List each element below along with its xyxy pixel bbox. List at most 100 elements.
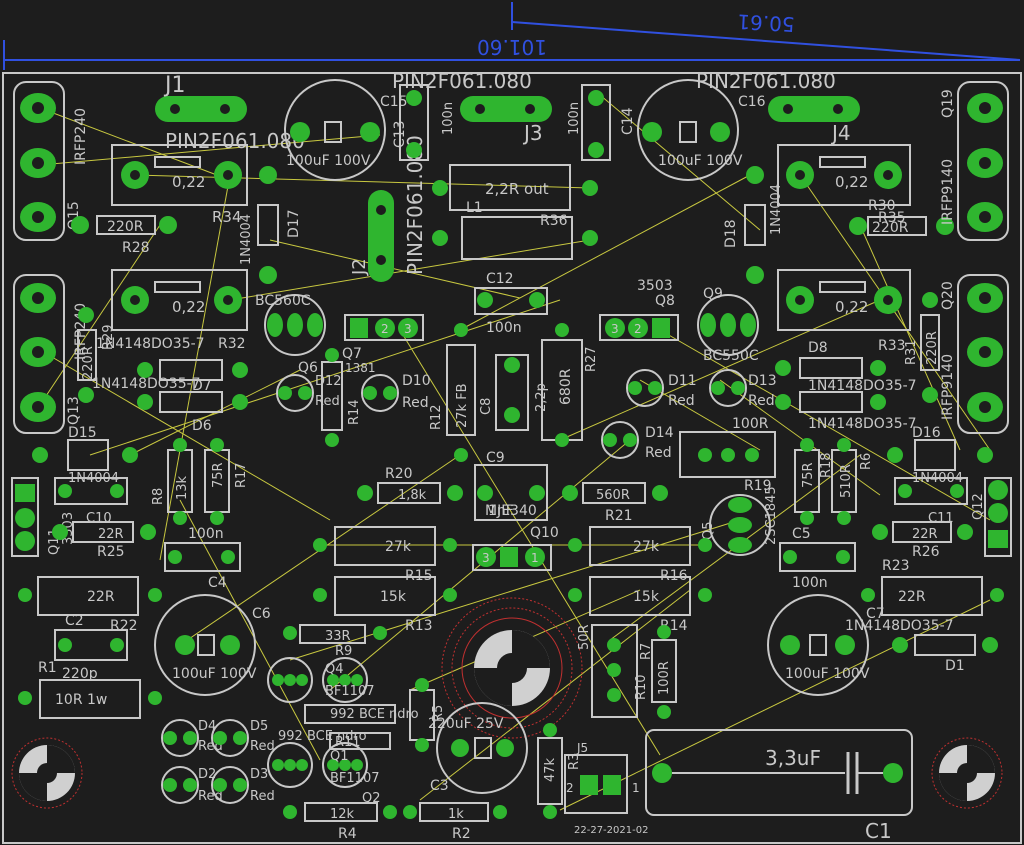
svg-text:R18: R18 xyxy=(819,452,834,478)
capacitor-c16[interactable]: C16 100uF 100V xyxy=(637,79,766,181)
resistor-r8[interactable]: 13k R8 xyxy=(151,438,193,525)
connector-j5[interactable]: 2 1 J5 xyxy=(564,741,640,814)
capacitor-c8[interactable]: C8 2,2p xyxy=(479,354,549,431)
connector-j4[interactable]: PIN2F061.080 J4 xyxy=(696,69,860,145)
capacitor-c4[interactable]: 100n C4 xyxy=(164,526,241,591)
connector-j2[interactable]: J2 PIN2F061.080 xyxy=(349,135,427,282)
transistor-q10[interactable]: 3 1 MJE340 Q10 xyxy=(472,503,559,571)
diode-d7[interactable]: 1N4148DO35-7 D7 xyxy=(96,336,248,394)
diode-d16[interactable]: D16 1N4004 xyxy=(887,425,993,486)
resistor-r32[interactable]: 0,22 R32 xyxy=(111,269,248,352)
capacitor-c6[interactable]: C6 100uF 100V xyxy=(154,594,271,696)
resistor-r28[interactable]: 220R R28 xyxy=(71,215,177,256)
resistor-r15[interactable]: 27k R15 xyxy=(313,526,457,584)
capacitor-c3[interactable]: 220uF 25V C3 xyxy=(428,702,528,794)
svg-text:BF1107: BF1107 xyxy=(325,684,374,699)
led-d14[interactable]: D14 Red xyxy=(601,421,674,461)
resistor-r22[interactable]: 22R R22 xyxy=(18,576,162,634)
resistor-r25[interactable]: 22R R25 xyxy=(52,521,156,560)
resistor-r17[interactable]: 75R R17 xyxy=(204,438,249,525)
transistor-q3[interactable]: Q3 xyxy=(267,644,344,703)
resistor-r20[interactable]: 1,8k R20 xyxy=(357,466,463,504)
transistor-q7[interactable]: 2 3 Q7 xyxy=(342,314,424,362)
transistor-q6[interactable]: BC560C Q6 xyxy=(255,293,326,376)
resistor-r26[interactable]: 22R R26 xyxy=(872,521,973,560)
connector-j1[interactable]: J1 PIN2F061.080 xyxy=(155,73,305,153)
resistor-r33[interactable]: 0,22 R33 xyxy=(777,269,911,354)
resistor-r19[interactable]: 100R R19 xyxy=(679,416,776,494)
capacitor-c2[interactable]: C2 220p xyxy=(54,613,128,682)
led-d5[interactable]: D5 Red xyxy=(211,719,275,757)
resistor-r34[interactable]: 0,22 R34 xyxy=(111,144,248,226)
transistor-q12[interactable]: Q12 xyxy=(971,477,1012,557)
capacitor-c15[interactable]: C15 100uF 100V xyxy=(284,79,408,181)
capacitor-c12[interactable]: C12 100n xyxy=(474,271,548,336)
trimmer-r10[interactable]: 50R R10 xyxy=(577,624,649,718)
resistor-r12[interactable]: 27k FB R12 xyxy=(429,323,476,462)
resistor-r7[interactable]: 100R R7 xyxy=(639,625,677,719)
diode-d1[interactable]: 1N4148DO35-7 D1 xyxy=(845,618,998,674)
capacitor-c7[interactable]: C7 100uF 100V xyxy=(767,594,885,696)
svg-text:J2: J2 xyxy=(349,258,370,276)
diode-d9[interactable]: D9 1N4148DO35-7 xyxy=(775,379,917,432)
transistor-q2[interactable]: Q2 xyxy=(267,742,381,806)
led-d2[interactable]: D2 Red xyxy=(161,766,223,804)
diode-d8[interactable]: D8 1N4148DO35-7 xyxy=(775,340,917,394)
resistor-r23[interactable]: 22R R23 xyxy=(861,558,1004,616)
resistor-r36[interactable]: R36 xyxy=(432,213,598,260)
resistor-r30[interactable]: 220R R30 xyxy=(849,198,954,236)
resistor-r5[interactable]: R5 xyxy=(409,678,446,752)
resistor-r21[interactable]: 560R R21 xyxy=(562,482,668,524)
resistor-r3[interactable]: 47k R3 xyxy=(537,723,582,819)
capacitor-c9[interactable]: C9 1nF xyxy=(474,450,548,521)
capacitor-c5[interactable]: C5 100n xyxy=(779,526,856,591)
transistor-q15[interactable]: IRFP240 Q15 xyxy=(13,81,89,241)
led-d13[interactable]: D13 Red xyxy=(709,369,777,409)
transistor-q5[interactable]: 2SC1845 Q5 xyxy=(701,486,779,556)
capacitor-c11[interactable]: C11 xyxy=(894,477,968,526)
capacitor-c13[interactable]: C13 100n xyxy=(392,84,456,161)
led-d12[interactable]: D12 Red xyxy=(276,374,342,412)
diode-d15[interactable]: D15 1N4004 xyxy=(32,425,138,486)
svg-text:R9: R9 xyxy=(335,644,352,659)
capacitor-c14[interactable]: 100n C14 xyxy=(567,84,636,161)
resistor-r2[interactable]: 1k R2 xyxy=(403,802,507,842)
svg-text:IRFP9140: IRFP9140 xyxy=(940,159,956,225)
svg-text:D3: D3 xyxy=(250,767,268,782)
resistor-r4[interactable]: 12k R4 xyxy=(283,802,397,842)
svg-text:100n: 100n xyxy=(567,102,582,135)
transistor-q1[interactable]: Q1 BF1107 xyxy=(322,742,379,788)
led-d11[interactable]: D11 Red xyxy=(626,369,697,409)
svg-text:22R: 22R xyxy=(898,589,926,605)
resistor-r29[interactable]: 220R R29 xyxy=(77,307,116,403)
svg-text:1: 1 xyxy=(531,551,539,565)
resistor-r9[interactable]: 33R R9 xyxy=(283,624,387,659)
resistor-r13[interactable]: 15k R13 xyxy=(313,576,457,634)
resistor-r27[interactable]: 680R R27 xyxy=(541,323,599,447)
diode-d17[interactable]: D17 1N4004 xyxy=(239,166,302,284)
transistor-q13[interactable]: IRFP240 Q13 xyxy=(13,274,89,434)
svg-text:2SC1845: 2SC1845 xyxy=(764,486,779,545)
diode-d6[interactable]: 1N4148DO35-7 D6 xyxy=(92,376,248,434)
connector-j3[interactable]: PIN2F061.080 J3 xyxy=(392,69,552,145)
resistor-r35[interactable]: 0,22 R35 xyxy=(777,144,911,226)
resistor-r18[interactable]: 75R R18 xyxy=(794,438,834,525)
transistor-q20[interactable]: Q20 IRFP9140 xyxy=(940,274,1009,434)
capacitor-c1[interactable]: 3,3uF C1 xyxy=(645,729,913,843)
led-d10[interactable]: D10 Red xyxy=(361,373,431,412)
resistor-r1[interactable]: 10R 1w R1 xyxy=(18,660,162,719)
resistor-r16[interactable]: 27k R16 xyxy=(568,526,712,584)
resistor-r31[interactable]: 220R R31 xyxy=(904,292,940,403)
transistor-q9[interactable]: Q9 BC550C xyxy=(697,286,759,364)
resistor-r11[interactable]: R11 xyxy=(329,732,391,750)
transistor-q19[interactable]: Q19 IRFP9140 xyxy=(940,81,1009,241)
resistor-r6[interactable]: 510R R6 xyxy=(831,438,874,525)
svg-text:Q8: Q8 xyxy=(655,293,675,309)
led-d3[interactable]: D3 Red xyxy=(211,766,275,804)
inductor-l1[interactable]: 2,2R out L1 xyxy=(432,164,598,216)
resistor-r14-vertical[interactable]: 1381 R14 xyxy=(321,348,376,447)
transistor-q8[interactable]: 3 2 3503 Q8 xyxy=(599,278,679,341)
transistor-q4[interactable]: Q4 BF1107 xyxy=(322,657,374,703)
diode-d18[interactable]: D18 1N4004 xyxy=(723,166,784,284)
